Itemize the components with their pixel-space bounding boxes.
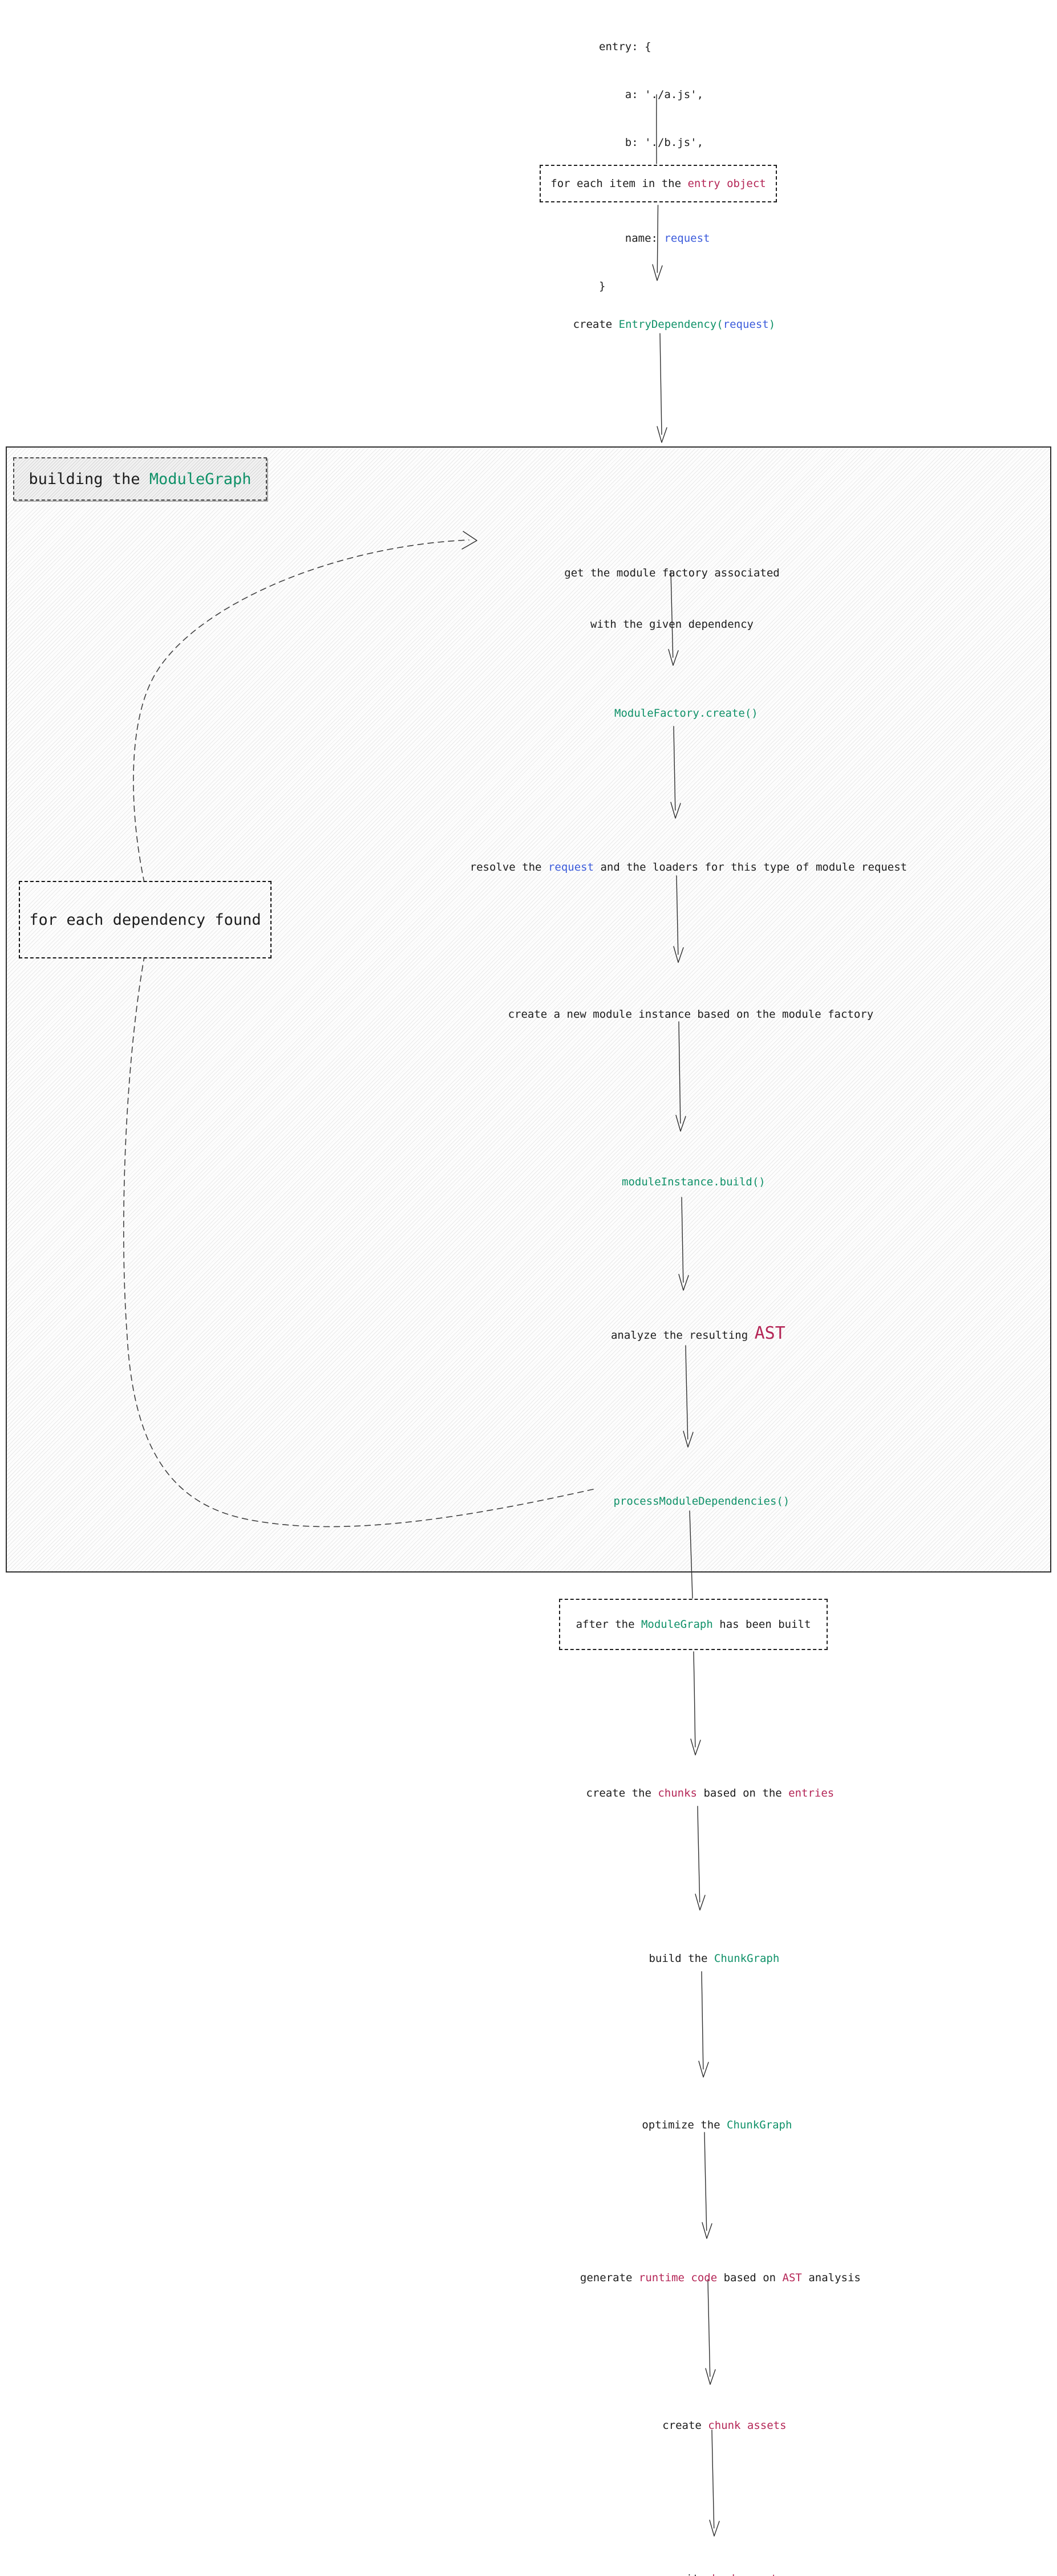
module-factory-create-token: ModuleFactory.create()	[614, 707, 758, 720]
chunk-graph-token: ChunkGraph	[727, 2119, 792, 2131]
module-graph-token: ModuleGraph	[149, 470, 252, 488]
arrow-module-graph-arrowhead-icon	[657, 426, 667, 443]
chunk-assets-token: chunk assets	[708, 2419, 787, 2432]
code-line: b: './b.js',	[599, 136, 704, 149]
dependency-loop-box: for each dependency found	[19, 881, 272, 958]
entry-loop-text: for each item in the	[550, 177, 688, 190]
analyze-ast-step: analyze the resulting AST	[585, 1311, 785, 1358]
create-entry-dependency-step: create EntryDependency(request)	[547, 302, 776, 347]
label-text: building the	[29, 470, 149, 488]
request-token: request	[723, 318, 769, 331]
ast-token: AST	[782, 2272, 802, 2284]
ast-token: AST	[754, 1323, 785, 1343]
module-instance-build-step: moduleInstance.build()	[596, 1160, 766, 1204]
entry-dependency-token: EntryDependency(	[618, 318, 723, 331]
runtime-code-token: runtime code	[638, 2272, 718, 2284]
arrow-create-dependency-to-module-graph	[659, 333, 662, 435]
paren-token: )	[768, 318, 776, 331]
request-token: request	[664, 232, 710, 245]
create-chunks-step: create the chunks based on the entries	[560, 1771, 835, 1815]
entry-object-token: entry object	[687, 177, 766, 190]
step-text: based on the	[697, 1787, 789, 1799]
module-factory-create-step: ModuleFactory.create()	[588, 691, 758, 736]
chunk-graph-token: ChunkGraph	[714, 1952, 780, 1965]
arrow-emit-assets-arrowhead-icon	[709, 2520, 720, 2537]
step-text: generate	[580, 2272, 639, 2284]
step-text: analysis	[801, 2272, 861, 2284]
create-chunk-assets-step: create chunk assets	[636, 2403, 786, 2448]
step-text: create	[573, 318, 619, 331]
step-text: after the	[576, 1618, 641, 1631]
arrow-optimize-chunkgraph-arrowhead-icon	[698, 2061, 709, 2078]
optimize-chunk-graph-step: optimize the ChunkGraph	[616, 2103, 792, 2147]
process-module-dependencies-token: processModuleDependencies()	[613, 1495, 790, 1508]
step-text: build the	[649, 1952, 714, 1965]
arrow-create-chunks-to-build-chunkgraph	[697, 1806, 700, 1903]
entries-token: entries	[788, 1787, 835, 1799]
chunk-assets-token: chunk assets	[706, 2573, 784, 2576]
step-text: create the	[586, 1787, 658, 1799]
resolve-request-step: resolve the request and the loaders for …	[444, 845, 907, 889]
dependency-loop-text: for each dependency found	[29, 911, 261, 929]
arrow-create-assets-arrowhead-icon	[705, 2368, 716, 2385]
step-text: has been built	[712, 1618, 811, 1631]
arrow-create-chunks-arrowhead-icon	[690, 1738, 701, 1756]
arrow-build-chunkgraph-arrowhead-icon	[695, 1894, 706, 1911]
step-text-line2: with the given dependency	[590, 618, 754, 631]
get-module-factory-step: get the module factory associated with t…	[564, 530, 780, 667]
arrow-generate-runtime-arrowhead-icon	[702, 2222, 712, 2239]
emit-chunk-assets-step: emit chunk assets	[647, 2557, 784, 2576]
code-line: entry: {	[599, 40, 651, 53]
module-graph-token: ModuleGraph	[641, 1618, 713, 1631]
chunks-token: chunks	[658, 1787, 698, 1799]
module-graph-box-label: building the ModuleGraph	[13, 457, 267, 501]
process-module-dependencies-step: processModuleDependencies()	[588, 1479, 790, 1523]
create-module-instance-step: create a new module instance based on th…	[482, 992, 874, 1037]
arrow-after-built-to-create-chunks	[693, 1651, 696, 1748]
code-line: name: request	[599, 232, 710, 245]
build-chunk-graph-step: build the ChunkGraph	[623, 1936, 780, 1981]
step-text: create a new module instance based on th…	[508, 1008, 874, 1021]
step-text: based on	[717, 2272, 783, 2284]
code-line: a: './a.js',	[599, 88, 704, 101]
step-text: create	[662, 2419, 708, 2432]
module-instance-build-token: moduleInstance.build()	[622, 1176, 766, 1188]
code-line: }	[599, 280, 606, 292]
step-text: and the loaders for this type of module …	[594, 861, 908, 873]
arrow-build-to-optimize-chunkgraph	[701, 1971, 704, 2070]
after-module-graph-built-box: after the ModuleGraph has been built	[559, 1599, 828, 1650]
request-token: request	[548, 861, 594, 873]
step-text: analyze the resulting	[610, 1329, 755, 1342]
step-text: resolve the	[469, 861, 548, 873]
entry-loop-box: for each item in the entry object	[540, 165, 777, 202]
step-text: optimize the	[642, 2119, 727, 2131]
step-text: emit	[673, 2573, 706, 2576]
step-text-line1: get the module factory associated	[564, 567, 780, 579]
generate-runtime-code-step: generate runtime code based on AST analy…	[554, 2256, 861, 2300]
